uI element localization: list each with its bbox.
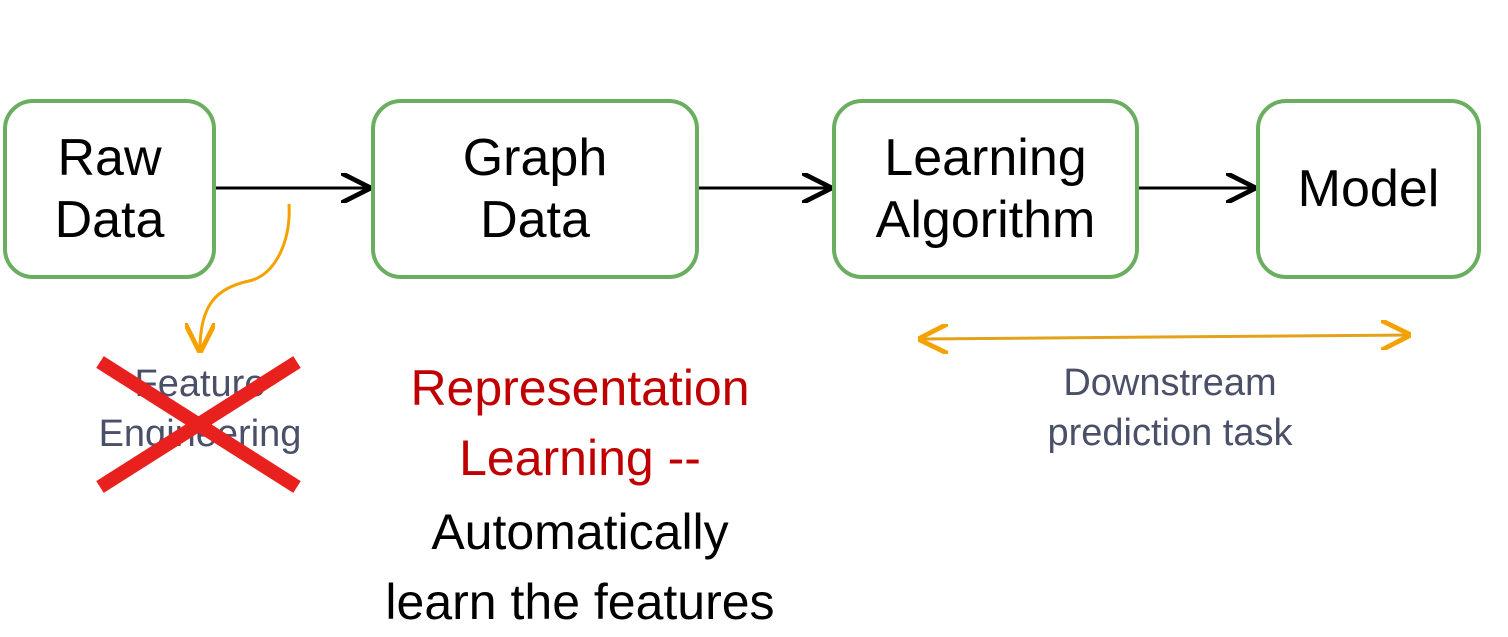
learning-algorithm-label: Learning Algorithm — [875, 128, 1096, 249]
downstream-task-label: Downstream prediction task — [1047, 362, 1293, 454]
graph-data-label: Graph Data — [462, 128, 608, 249]
raw-data-label: Raw Data — [54, 128, 165, 249]
downstream-span-arrow — [921, 335, 1408, 339]
red-x-icon — [96, 356, 301, 493]
raw-data-box: Raw Data — [3, 99, 216, 279]
learning-algorithm-box: Learning Algorithm — [832, 99, 1139, 279]
model-label: Model — [1297, 159, 1440, 218]
feature-engineering-arrow — [200, 203, 291, 350]
representation-learning-title: Representation Learning -- — [410, 360, 750, 486]
model-box: Model — [1256, 99, 1481, 279]
connectors-layer — [0, 0, 1508, 622]
graph-data-box: Graph Data — [371, 99, 699, 279]
representation-learning-subtitle: Automatically learn the features — [385, 504, 775, 630]
